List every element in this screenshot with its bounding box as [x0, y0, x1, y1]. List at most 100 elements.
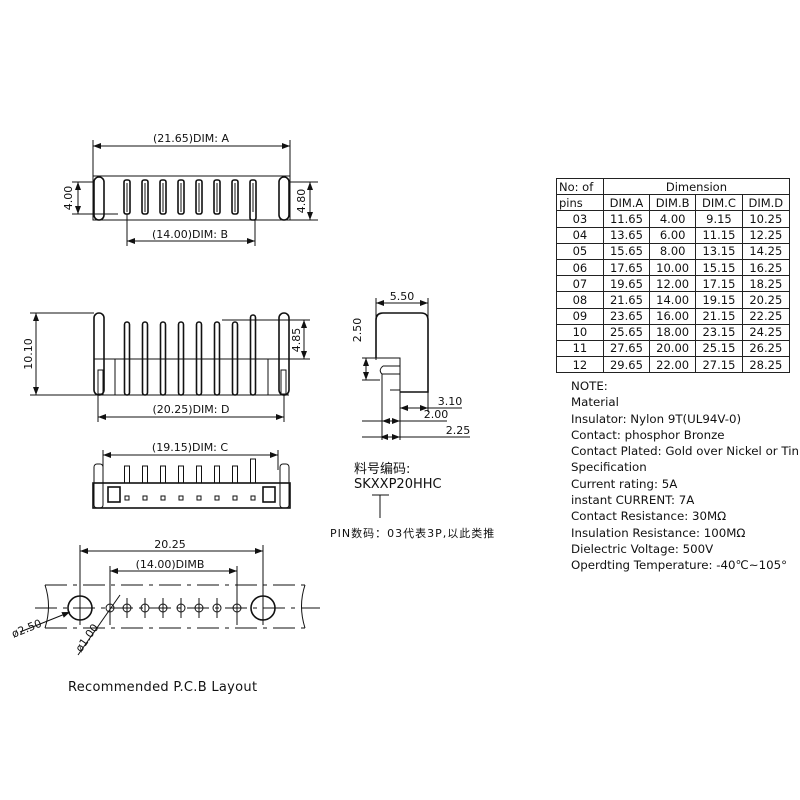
pin	[196, 465, 202, 484]
end-post-right	[278, 176, 290, 221]
pin-slot	[250, 495, 256, 501]
dimension-cell: 23.15	[695, 323, 743, 341]
side-dim-2-00-label: 2.00	[424, 408, 449, 421]
height-4-80-label: 4.80	[295, 189, 308, 214]
dimension-cell: 23.65	[602, 307, 651, 325]
part-number-code: SKXXP20HHC	[354, 477, 442, 492]
pin	[231, 179, 239, 215]
mount-hole-left	[67, 595, 93, 621]
header-dim-b: DIM.B	[649, 194, 697, 212]
pin	[213, 321, 221, 396]
side-width-label: 5.50	[390, 290, 415, 303]
dimension-cell: 10.25	[741, 210, 791, 228]
note-line: Operdting Temperature: -40℃~105°	[571, 558, 788, 573]
header-dimension: Dimension	[602, 177, 791, 196]
dimension-cell: 15.15	[695, 258, 743, 277]
pin-count-cell: 04	[556, 226, 604, 244]
note-line: Contact Plated: Gold over Nickel or Tin	[571, 444, 799, 459]
dimension-cell: 11.65	[602, 210, 651, 228]
pin-count-cell: 03	[556, 210, 604, 228]
pin	[142, 465, 148, 484]
dimension-cell: 11.15	[695, 226, 743, 244]
note-line: Specification	[571, 460, 647, 475]
pin-count-cell: 06	[556, 258, 604, 277]
header-dim-c: DIM.C	[695, 194, 743, 212]
height-10-10-label: 10.10	[22, 338, 35, 370]
pin	[195, 179, 203, 215]
height-4-00-label: 4.00	[62, 186, 75, 211]
pin-count-cell: 05	[556, 242, 604, 260]
pin	[213, 179, 221, 215]
pin-count-cell: 08	[556, 291, 604, 309]
pin	[249, 179, 257, 221]
dimension-cell: 22.25	[741, 307, 791, 325]
pin	[177, 179, 185, 215]
top-pins	[123, 179, 257, 221]
big-hole-label: ø2.50	[10, 617, 44, 641]
top-view: (21.65)DIM: A 4.00 4.80 (14.00)DIM: B	[62, 132, 318, 246]
pin	[159, 321, 167, 396]
pcb-pin-holes	[105, 598, 242, 618]
note-line: Dielectric Voltage: 500V	[571, 541, 714, 556]
dimension-cell: 12.00	[649, 275, 697, 293]
dimension-cell: 19.65	[602, 275, 651, 293]
note-line: Insulation Resistance: 100MΩ	[571, 525, 746, 540]
pin-slot	[196, 495, 202, 501]
dimension-cell: 20.00	[649, 339, 697, 358]
dimension-cell: 6.00	[649, 226, 697, 244]
dimension-cell: 8.00	[649, 242, 697, 260]
dim-b-label: (14.00)DIM: B	[152, 228, 228, 241]
note-line: Contact Resistance: 30MΩ	[571, 509, 727, 524]
header-dim-a: DIM.A	[602, 194, 651, 212]
small-hole-label: ø1.00	[73, 621, 102, 654]
dimension-cell: 29.65	[602, 356, 651, 374]
pin-count-cell: 10	[556, 323, 604, 341]
mount-hole-right	[250, 595, 276, 621]
dimension-cell: 14.25	[741, 242, 791, 260]
part-number-leader	[372, 494, 389, 518]
header-pins-2: pins	[556, 194, 604, 212]
dimension-table: No: of Dimension pins DIM.A DIM.B DIM.C …	[556, 177, 791, 374]
dimension-cell: 27.65	[602, 339, 651, 358]
dimension-cell: 9.15	[695, 210, 743, 228]
side-dim-3-10-label: 3.10	[438, 395, 463, 408]
dimension-cell: 28.25	[741, 356, 791, 374]
side-view: 5.50 2.50 3.10 2.00 2.25	[351, 290, 470, 440]
pin-slot	[232, 495, 238, 501]
dimension-cell: 18.00	[649, 323, 697, 341]
part-number-block: 料号编码: SKXXP20HHC	[354, 462, 442, 492]
pin-count-cell: 11	[556, 339, 604, 358]
note-line: Current rating: 5A	[571, 476, 678, 491]
pin	[250, 458, 256, 484]
dimension-cell: 13.15	[695, 242, 743, 260]
end-post-left	[93, 176, 105, 221]
pin	[178, 465, 184, 484]
dimension-cell: 22.00	[649, 356, 697, 374]
note-line: instant CURRENT: 7A	[571, 493, 695, 508]
pcb-dimb-label: (14.00)DIMB	[136, 558, 205, 571]
pcb-layout: 20.25 (14.00)DIMB ø2.50 ø1.00	[10, 538, 320, 656]
side-dim-2-25-label: 2.25	[446, 424, 471, 437]
pin-slot	[178, 495, 184, 501]
pin	[141, 179, 149, 215]
pin-slot	[160, 495, 166, 501]
dimension-cell: 27.15	[695, 356, 743, 374]
pin	[231, 321, 239, 396]
pin-count-cell: 07	[556, 275, 604, 293]
dimension-cell: 10.00	[649, 258, 697, 277]
front-pins	[123, 314, 257, 396]
pin-height-label: 4.85	[290, 328, 303, 353]
dimension-cell: 25.15	[695, 339, 743, 358]
dimension-cell: 18.25	[741, 275, 791, 293]
note-line: Insulator: Nylon 9T(UL94V-0)	[571, 411, 742, 426]
